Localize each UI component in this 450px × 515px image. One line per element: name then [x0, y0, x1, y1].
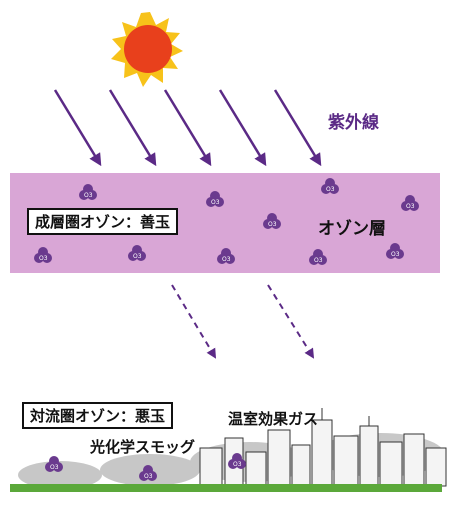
ozone-molecule-label: O3: [268, 221, 277, 228]
tropospheric-ozone-label: 対流圏オゾン：悪玉: [22, 402, 174, 429]
uv-arrow-icon: [273, 89, 322, 167]
ozone-molecule-label: O3: [84, 192, 93, 199]
uv-arrows: [53, 89, 322, 167]
ozone-molecule-icon: O3: [139, 465, 157, 481]
ozone-molecule-icon: O3: [79, 184, 97, 200]
photochemical-smog-label: 光化学スモッグ: [90, 438, 196, 456]
ozone-molecule-icon: O3: [228, 453, 246, 469]
ozone-molecule-label: O3: [391, 251, 400, 258]
greenhouse-gas-label: 温室効果ガス: [228, 410, 319, 428]
ozone-molecule-icon: O3: [263, 213, 281, 229]
ozone-molecules: O3 O3 O3 O3 O3 O3 O3 O3 O3 O3 O3 O3 O3: [34, 178, 419, 481]
ozone-molecule-label: O3: [211, 199, 220, 206]
ozone-molecule-label: O3: [133, 253, 142, 260]
ozone-molecule-label: O3: [314, 257, 323, 264]
ozone-molecule-icon: O3: [309, 249, 327, 265]
ozone-molecule-icon: O3: [217, 248, 235, 264]
ozone-molecule-label: O3: [406, 203, 415, 210]
ozone-molecule-icon: O3: [45, 456, 63, 472]
ozone-molecule-label: O3: [39, 255, 48, 262]
ozone-molecule-label: O3: [50, 464, 59, 471]
ozone-layer-label: オゾン層: [318, 219, 386, 239]
ozone-molecule-icon: O3: [34, 247, 52, 263]
uv-arrow-icon: [108, 89, 157, 167]
dashed-arrow: [171, 284, 217, 359]
ozone-molecule-label: O3: [144, 473, 153, 480]
ozone-molecule-icon: O3: [386, 243, 404, 259]
sun-icon: [111, 12, 183, 87]
ozone-molecule-icon: O3: [206, 191, 224, 207]
ozone-molecule-label: O3: [233, 461, 242, 468]
dashed-arrows: [171, 284, 315, 359]
uv-arrow-icon: [163, 89, 212, 167]
stratospheric-ozone-label: 成層圏オゾン：善玉: [27, 208, 179, 235]
ozone-molecule-icon: O3: [321, 178, 339, 194]
uv-label: 紫外線: [328, 113, 379, 133]
sun-core: [124, 25, 172, 73]
ozone-molecule-icon: O3: [128, 245, 146, 261]
ground: [10, 484, 442, 492]
uv-arrow-icon: [218, 89, 267, 167]
ozone-molecule-label: O3: [326, 186, 335, 193]
ozone-molecule-label: O3: [222, 256, 231, 263]
dashed-arrow: [267, 284, 315, 359]
uv-arrow-icon: [53, 89, 102, 167]
ozone-molecule-icon: O3: [401, 195, 419, 211]
